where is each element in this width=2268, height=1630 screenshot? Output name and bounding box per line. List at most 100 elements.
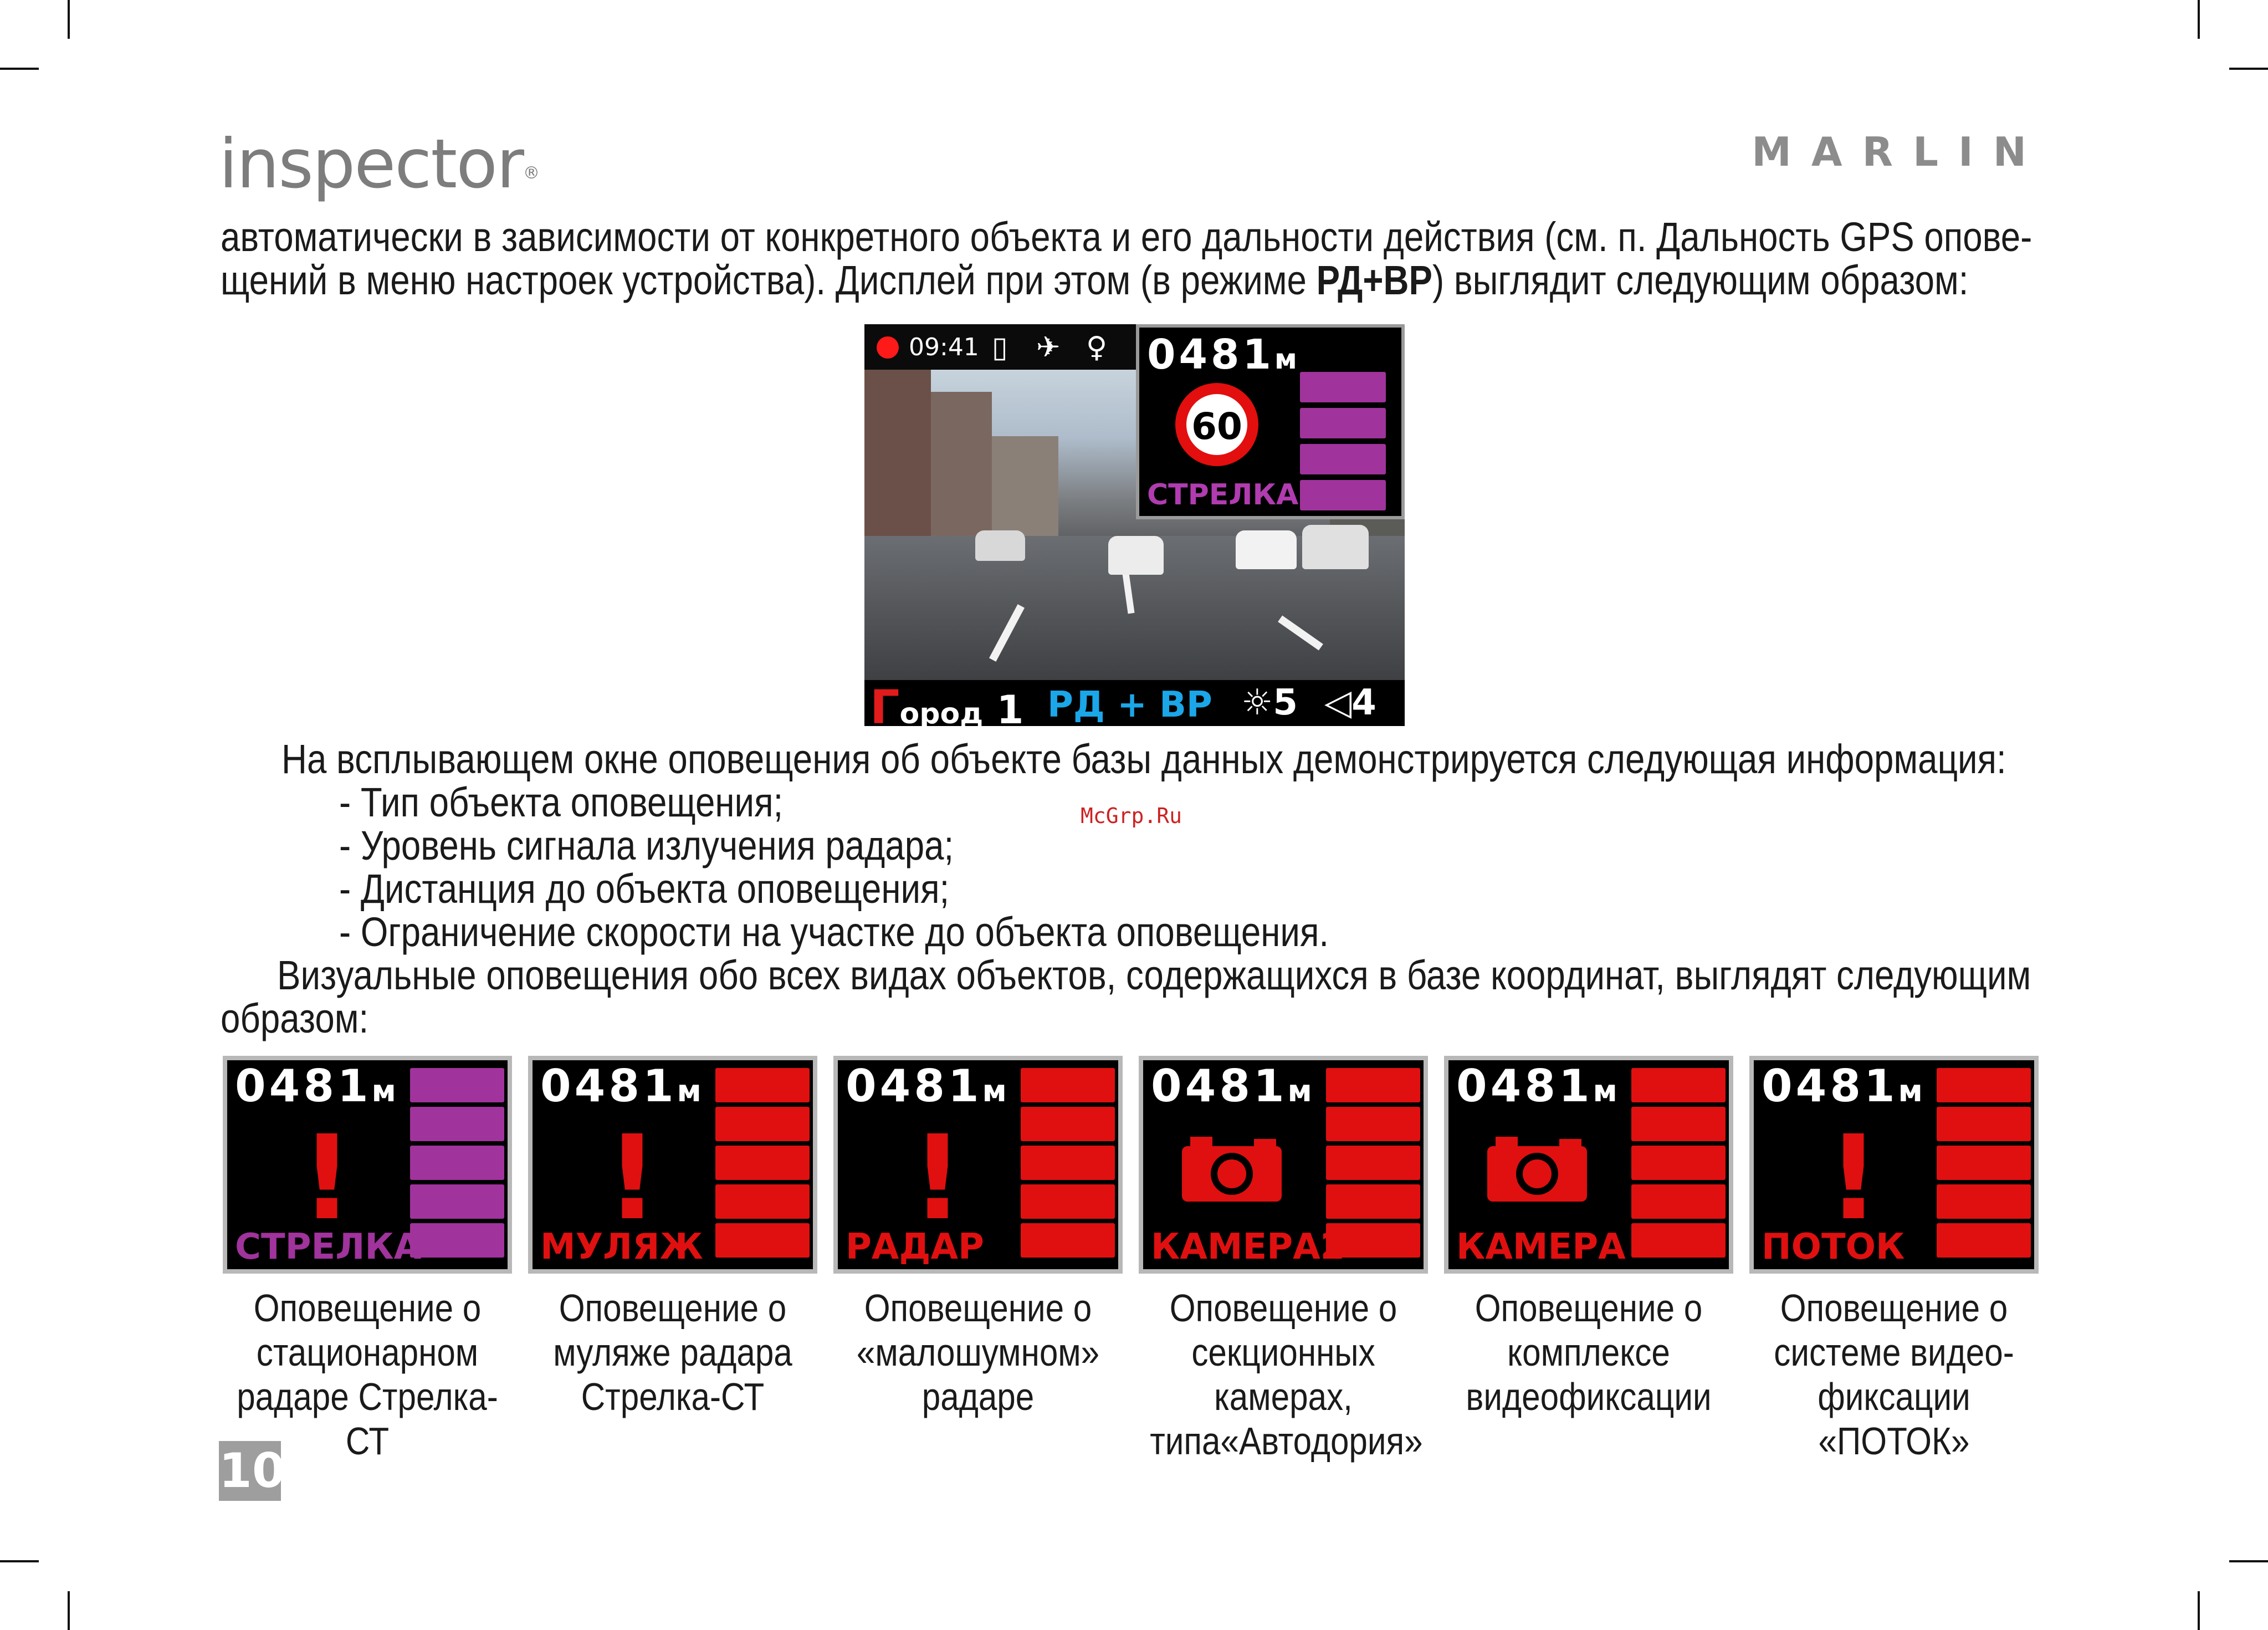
signal-bar [715,1184,810,1219]
exclamation-icon: ! [911,1110,964,1246]
signal-bar [1937,1107,2031,1141]
caption-line: фиксации «ПОТОК» [1818,1375,1970,1463]
signal-bar [1300,408,1386,438]
alert-distance: 0481м [1762,1060,1923,1112]
signal-bar [1326,1146,1420,1180]
signal-bar [1326,1107,1420,1141]
signal-bar [1021,1107,1115,1141]
signal-bar [715,1223,810,1258]
signal-bar [1631,1107,1726,1141]
alert-popup: 0481м 60 СТРЕЛКА [1136,324,1405,519]
alert-distance: 0481м [1456,1060,1617,1112]
signal-bar [1021,1184,1115,1219]
brightness-level: ☼5 [1241,682,1298,723]
crop-mark [68,0,70,39]
memory-card-icon: ▯ [992,331,1008,364]
signal-bar [1300,480,1386,510]
signal-bar [1326,1223,1420,1258]
crop-mark [68,1591,70,1630]
caption-line: Оповещение о [1780,1286,2008,1330]
watermark: McGrp.Ru [1081,804,1182,828]
device-display: 09:41 ▯ ✈ ♀ 0481м 60 СТРЕЛКА Город 1 РД … [864,324,1405,726]
alert-label: МУЛЯЖ [540,1227,703,1268]
caption-line: системе видео- [1774,1331,2014,1374]
signal-bar [715,1107,810,1141]
signal-bar [1631,1068,1726,1102]
alert-distance: 0481м [235,1060,396,1112]
city-mode: Город 1 [870,680,1024,726]
info-item: - Ограничение скорости на участке до объ… [339,909,1329,955]
popup-object-label: СТРЕЛКА [1147,478,1299,512]
crop-mark [0,1560,39,1562]
alert-tile: 0481м!МУЛЯЖ [528,1056,817,1274]
intro-line-2: щений в меню настроек устройства). Диспл… [221,257,1969,303]
info-item: - Дистанция до объекта оповещения; [339,866,950,912]
signal-bar [1021,1068,1115,1102]
visual-alerts-line-2: образом: [221,995,369,1041]
caption-line: «малошумном» [856,1331,1100,1374]
alert-tile: 0481м!СТРЕЛКА [223,1056,512,1274]
camera-icon [1487,1137,1587,1202]
alert-label: СТРЕЛКА [235,1227,422,1268]
crop-mark [2198,0,2200,39]
caption-line: секционных камерах, [1191,1331,1375,1418]
alert-label: КАМЕРА2 [1151,1227,1345,1268]
caption-line: муляже радара [553,1331,792,1374]
popup-distance: 0481м [1147,331,1297,379]
signal-bar [1300,372,1386,402]
caption-line: Стрелка-СТ [581,1375,765,1418]
exclamation-icon: ! [606,1110,659,1246]
alert-label: КАМЕРА [1456,1227,1626,1268]
alert-distance: 0481м [540,1060,702,1112]
status-bar: 09:41 ▯ ✈ ♀ [864,324,1136,370]
clock: 09:41 [909,333,979,361]
signal-bar [715,1146,810,1180]
caption-line: Оповещение о [864,1286,1092,1330]
info-item: - Тип объекта оповещения; [339,779,784,825]
caption-line: Оповещение о [253,1286,482,1330]
visual-alerts-line-1: Визуальные оповещения обо всех видах объ… [277,952,2031,998]
caption-line: видеофиксации [1466,1375,1712,1418]
brightness-icon: ☼ [1241,682,1273,723]
caption-line: Оповещение о [1169,1286,1397,1330]
signal-bar [1631,1223,1726,1258]
detector-mode: РД + ВР [1047,684,1212,725]
caption-line: комплексе [1507,1331,1670,1374]
satellite-icon: ✈ [1036,331,1061,364]
speed-limit-sign-icon: 60 [1175,383,1258,466]
crop-mark [2229,1560,2268,1562]
signal-bar [410,1146,504,1180]
signal-bar [410,1184,504,1219]
caption-line: радаре [921,1375,1035,1418]
volume-icon: ◁ [1324,682,1352,723]
info-item: - Уровень сигнала излучения радара; [339,822,954,868]
alert-label: ПОТОК [1762,1227,1905,1268]
mode-bar: Город 1 РД + ВР ☼5 ◁4 [864,680,1405,726]
signal-bar [1631,1146,1726,1180]
intro-line-1: автоматически в зависимости от конкретно… [221,214,2033,260]
signal-bar [1021,1146,1115,1180]
alert-caption: Оповещение о«малошумном»радаре [844,1286,1112,1419]
caption-line: радаре Стрелка-СТ [237,1375,498,1463]
caption-line: типа«Автодория» [1150,1419,1423,1463]
page-number: 10 [219,1441,285,1501]
record-indicator-icon [877,336,899,359]
signal-bar [1300,444,1386,474]
signal-bar [1937,1146,2031,1180]
signal-bar [1631,1184,1726,1219]
exclamation-icon: ! [1827,1110,1880,1246]
signal-bar [410,1223,504,1258]
crop-mark [2229,68,2268,70]
info-lead: На всплывающем окне оповещения об объект… [281,736,2006,782]
signal-bar [1021,1223,1115,1258]
alert-label: РАДАР [846,1227,984,1268]
signal-bar [1937,1223,2031,1258]
alert-distance: 0481м [846,1060,1007,1112]
camera-icon [1182,1137,1282,1202]
signal-bar [1937,1068,2031,1102]
